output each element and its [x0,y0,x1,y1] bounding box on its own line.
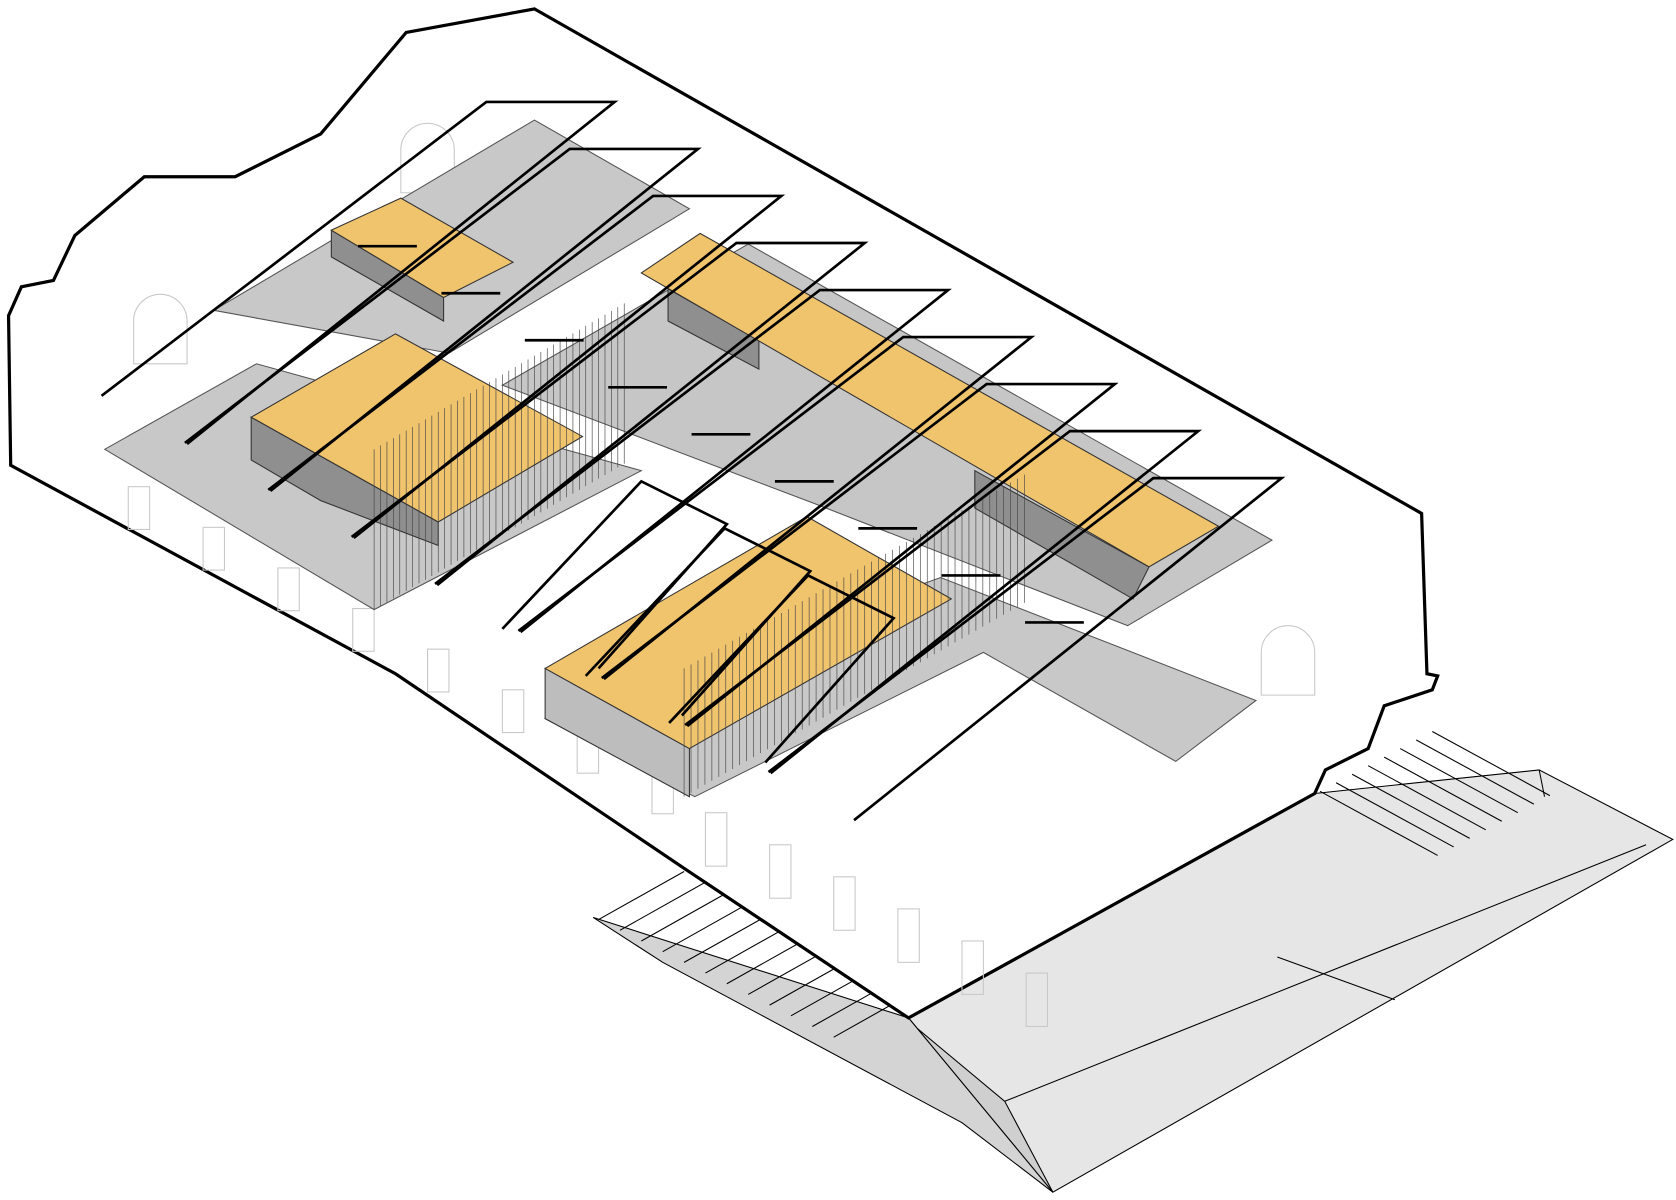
stair-step [1432,731,1551,797]
truss [767,476,1286,822]
faint-facade-lines [127,122,1316,1028]
window-outline [1025,972,1049,1028]
window-outline [352,608,375,652]
stair-step [1383,756,1503,822]
ground-slab-front [592,916,1054,1193]
slab-lower [543,576,1258,798]
roof-trusses [100,100,1286,822]
truss [684,429,1203,775]
truss-lower [501,479,729,670]
ground-plane [592,769,1674,1193]
window-outline [704,812,728,867]
volume-4-top [544,516,953,750]
truss-lower [668,573,896,764]
stair-step [641,892,728,942]
truss [600,382,1119,728]
truss [517,335,1036,681]
stair-step [1367,765,1486,831]
stair-step [662,903,749,953]
volume-2-top [250,333,584,523]
window-outline [501,689,525,734]
truss [434,288,952,634]
stair-step [619,881,706,931]
truss [350,241,869,587]
window-outline [897,908,920,963]
stair-step [1399,748,1519,814]
stair-step [1416,739,1535,805]
stair-step [1351,773,1470,839]
truss [184,147,702,493]
stair-step [598,871,685,921]
stair-step [1335,782,1454,848]
truss [100,100,619,445]
stair-step [683,913,770,963]
building-inner-edge [7,315,12,466]
truss [267,194,786,540]
truss-lower [584,526,813,717]
window-outline [961,940,984,995]
stairs-right [1319,731,1551,856]
window-outline [833,876,856,931]
window-outline [427,648,450,693]
window-outline [277,567,300,612]
window-outline [769,844,792,899]
window-outline [202,526,225,571]
stair-step [705,924,792,974]
arched-window [1260,625,1316,696]
window-outline [127,486,151,530]
stair-step [1319,790,1438,856]
arched-window [133,293,188,365]
arched-window [400,122,455,194]
